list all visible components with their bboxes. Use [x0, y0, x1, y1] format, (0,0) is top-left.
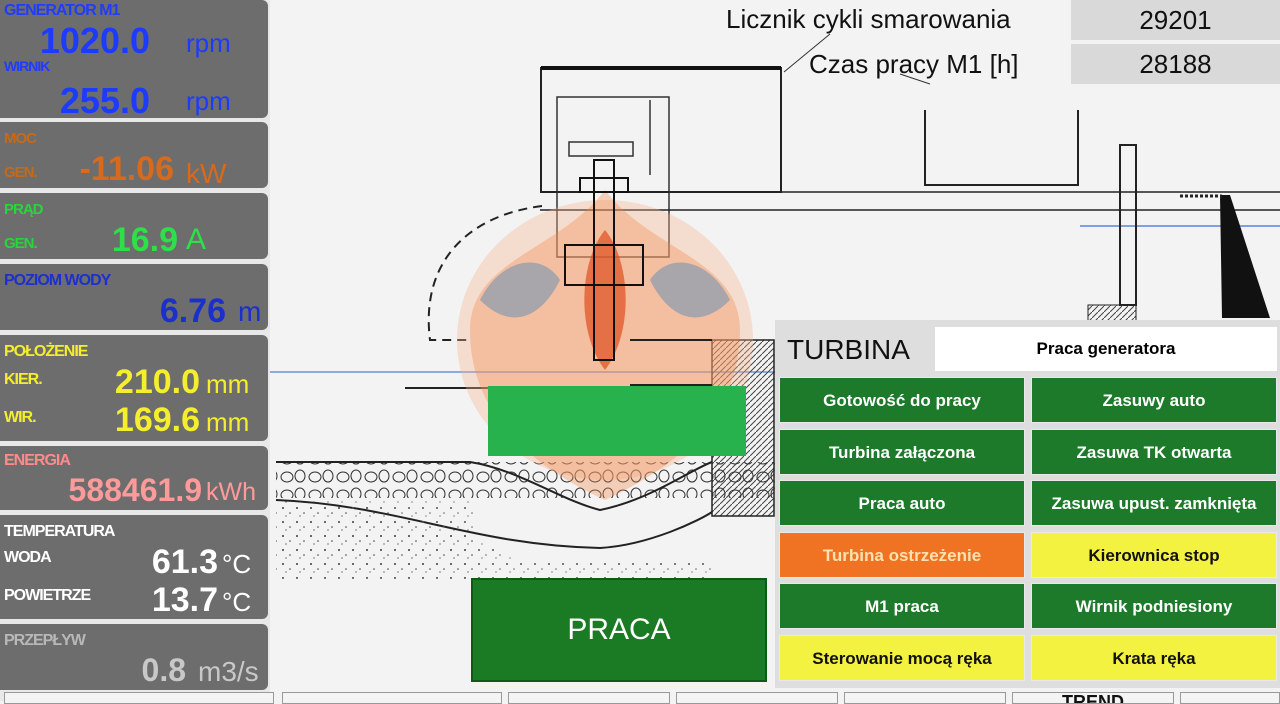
energy-unit: kWh: [206, 478, 256, 506]
flow-label: PRZEPŁYW: [4, 632, 86, 649]
temperature-panel[interactable]: TEMPERATURA WODA 61.3 °C POWIETRZE 13.7 …: [0, 515, 268, 619]
praca-button[interactable]: PRACA: [471, 578, 767, 682]
spiral-casing: [427, 205, 543, 341]
position-label: POŁOŻENIE: [4, 343, 88, 360]
lubrication-counter-value: 29201: [1071, 0, 1280, 40]
current-panel[interactable]: PRĄD GEN. 16.9 A: [0, 193, 268, 259]
generator-rpm-unit: rpm: [186, 28, 231, 58]
flow-panel[interactable]: PRZEPŁYW 0.8 m3/s: [0, 624, 268, 690]
current-unit: A: [186, 223, 207, 256]
turbine-status-7[interactable]: Turbina ostrzeżenie: [779, 531, 1025, 578]
energy-panel[interactable]: ENERGIA 588461.9 kWh: [0, 446, 268, 510]
generator-rpm-value: 1020.0: [39, 20, 150, 61]
water-level-label: POZIOM WODY: [4, 272, 111, 289]
wirnik-label: WIRNIK: [4, 58, 50, 74]
flow-value: 0.8: [141, 652, 186, 688]
current-label: PRĄD: [4, 201, 44, 218]
turbine-title: TURBINA: [787, 334, 910, 365]
water-level-value: 6.76: [159, 292, 226, 330]
wir-label: WIR.: [4, 409, 37, 426]
power-panel[interactable]: MOC GEN. -11.06 kW: [0, 122, 268, 188]
water-temp-unit: °C: [222, 549, 252, 579]
turbine-status-1[interactable]: Gotowość do pracy: [779, 377, 1025, 423]
flow-unit: m3/s: [198, 656, 259, 687]
turbine-status-12[interactable]: Krata ręka: [1031, 634, 1277, 681]
runtime-counter-label: Czas pracy M1 [h]: [809, 49, 1019, 79]
bottom-tab-3[interactable]: [508, 692, 670, 704]
generator-panel[interactable]: GENERATOR M1 1020.0 rpm WIRNIK 255.0 rpm: [0, 0, 268, 118]
callout-lines: [783, 33, 931, 85]
wirnik-rpm-value: 255.0: [59, 80, 150, 118]
status-indicator-bar: [488, 386, 746, 456]
lubrication-counter-label: Licznik cykli smarowania: [726, 4, 1011, 34]
trend-tab[interactable]: TREND: [1012, 692, 1174, 704]
turbine-mode-display: Praca generatora: [935, 327, 1277, 371]
water-level-panel[interactable]: POZIOM WODY 6.76 m: [0, 264, 268, 330]
generator-label: GENERATOR M1: [4, 2, 120, 19]
position-panel[interactable]: POŁOŻENIE KIER. 210.0 mm WIR. 169.6 mm: [0, 335, 268, 441]
water-temp-label: WODA: [4, 549, 52, 566]
wir-value: 169.6: [114, 401, 200, 439]
wirnik-rpm-unit: rpm: [186, 86, 231, 116]
energy-value: 588461.9: [68, 472, 202, 508]
turbine-status-5[interactable]: Praca auto: [779, 480, 1025, 526]
turbine-panel: TURBINA Praca generatora Gotowość do pra…: [775, 320, 1280, 688]
turbine-status-6[interactable]: Zasuwa upust. zamknięta: [1031, 480, 1277, 526]
energy-label: ENERGIA: [4, 452, 71, 469]
water-level-unit: m: [238, 296, 262, 327]
turbine-status-4[interactable]: Zasuwa TK otwarta: [1031, 428, 1277, 475]
power-value: -11.06: [79, 150, 174, 188]
kier-value: 210.0: [114, 363, 200, 401]
temperature-label: TEMPERATURA: [4, 523, 115, 540]
air-temp-value: 13.7: [151, 581, 218, 619]
riverbed: [275, 461, 776, 580]
turbine-status-3[interactable]: Turbina załączona: [779, 428, 1025, 475]
water-temp-value: 61.3: [151, 543, 218, 581]
current-value: 16.9: [111, 221, 178, 259]
bottom-tab-2[interactable]: [282, 692, 502, 704]
power-unit: kW: [186, 158, 227, 188]
runtime-counter-value: 28188: [1071, 44, 1280, 84]
deck-structure: [540, 110, 1280, 322]
power-label: MOC: [4, 130, 37, 147]
turbine-status-9[interactable]: M1 praca: [779, 583, 1025, 629]
current-gen-label: GEN.: [4, 235, 38, 252]
turbine-status-11[interactable]: Sterowanie mocą ręka: [779, 634, 1025, 681]
bottom-tab-5[interactable]: [844, 692, 1006, 704]
bottom-tab-7[interactable]: [1180, 692, 1280, 704]
wir-unit: mm: [206, 407, 250, 437]
turbine-status-10[interactable]: Wirnik podniesiony: [1031, 583, 1277, 629]
air-temp-label: POWIETRZE: [4, 587, 91, 604]
power-gen-label: GEN.: [4, 164, 38, 181]
kier-label: KIER.: [4, 371, 43, 388]
sidebar: GENERATOR M1 1020.0 rpm WIRNIK 255.0 rpm…: [0, 0, 270, 701]
kier-unit: mm: [206, 369, 250, 399]
air-temp-unit: °C: [222, 587, 252, 617]
bottom-tab-1[interactable]: [4, 692, 274, 704]
turbine-status-2[interactable]: Zasuwy auto: [1031, 377, 1277, 423]
turbine-status-8[interactable]: Kierownica stop: [1031, 531, 1277, 578]
bottom-tab-4[interactable]: [676, 692, 838, 704]
